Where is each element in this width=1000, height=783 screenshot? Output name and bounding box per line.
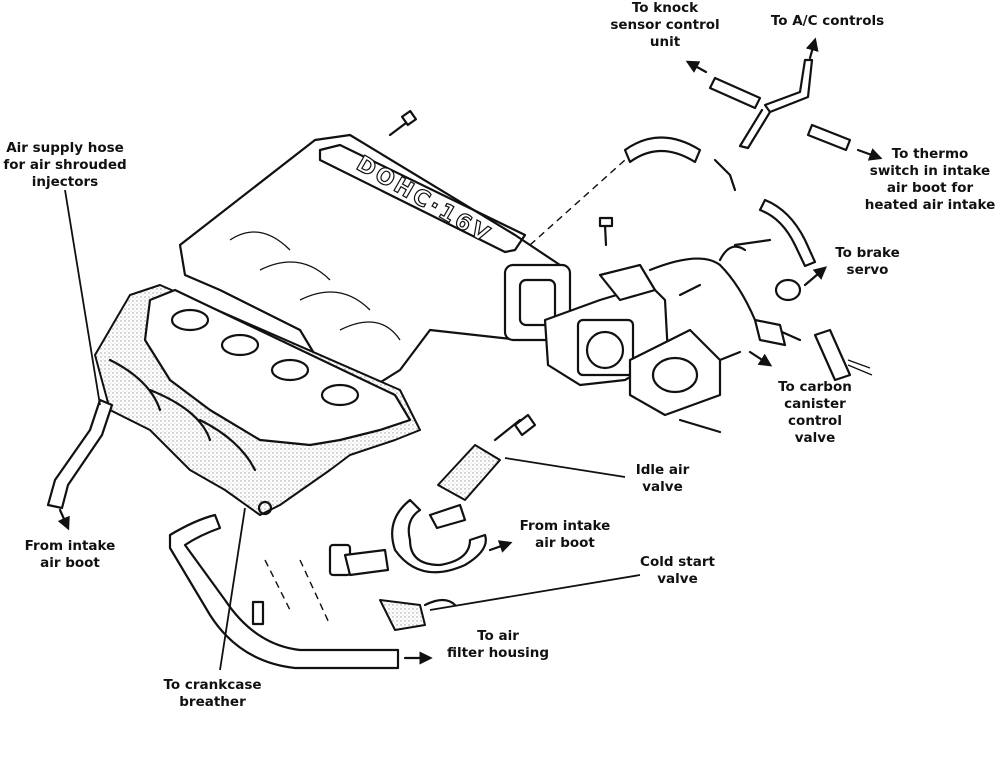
label-to-crankcase-breather: To crankcase breather xyxy=(163,677,262,710)
cold-start-valve xyxy=(328,543,641,631)
throttle-body xyxy=(543,238,873,434)
label-cold-start-valve: Cold start valve xyxy=(640,554,715,587)
label-to-air-filter-housing: To air filter housing xyxy=(446,628,550,661)
idle-air-valve xyxy=(437,413,626,501)
label-from-intake-air-boot-left: From intake air boot xyxy=(24,538,116,571)
label-from-intake-air-boot-center: From intake air boot xyxy=(519,518,611,551)
label-air-supply-hose: Air supply hose for air shrouded injecto… xyxy=(3,140,127,190)
brake-servo-fitting xyxy=(774,266,828,302)
lower-intake-manifold xyxy=(94,284,421,516)
upper-vacuum-hose xyxy=(623,136,817,268)
label-idle-air-valve: Idle air valve xyxy=(635,462,690,495)
bolt-top xyxy=(388,109,418,137)
crankcase-breather-hose xyxy=(168,507,433,671)
label-to-knock-sensor: To knock sensor control unit xyxy=(610,0,720,50)
air-supply-hose xyxy=(46,189,114,531)
label-to-ac-controls: To A/C controls xyxy=(770,13,885,29)
idle-air-u-hose xyxy=(391,498,513,574)
label-to-thermo-switch: To thermo switch in intake air boot for … xyxy=(864,146,996,213)
vacuum-tee-hoses xyxy=(685,37,883,161)
label-to-brake-servo: To brake servo xyxy=(835,245,900,278)
label-to-carbon-canister: To carbon canister control valve xyxy=(778,379,852,446)
bolt-center xyxy=(598,216,614,247)
alignment-line xyxy=(529,159,626,246)
